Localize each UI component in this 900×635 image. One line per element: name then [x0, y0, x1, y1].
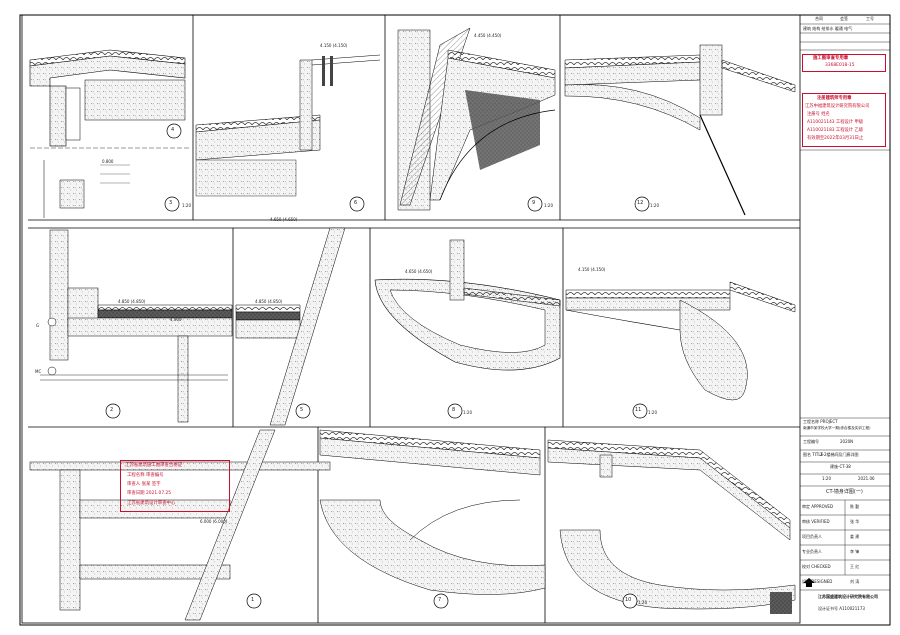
elevation-label: 4.850 (4.850)	[255, 299, 283, 304]
sheet-number: 建施-CT-38	[830, 464, 851, 469]
sign-role: 项目负责人	[802, 534, 822, 539]
header-job: 工号	[866, 16, 874, 21]
sign-name: 李 锋	[850, 549, 860, 554]
subscript-label: MC	[35, 369, 42, 374]
detail-2	[40, 229, 233, 423]
sign-name: 姜 建	[850, 534, 860, 539]
detail-7	[319, 429, 546, 609]
title-block-frame	[770, 23, 890, 614]
sign-name: 张 华	[850, 519, 860, 524]
scale-label: 1:20	[648, 410, 657, 415]
detail-10	[547, 439, 796, 610]
scale-label: 1:20	[650, 203, 659, 208]
cert-number: 设计证书号 A110021173	[818, 606, 865, 611]
elevation-label: 4.650 (4.650)	[405, 269, 433, 274]
project-label: 工程名称 PROJECT	[803, 419, 838, 424]
sign-name: 王 红	[850, 564, 860, 569]
detail-number-6: 6	[354, 200, 358, 206]
detail-11	[565, 281, 796, 419]
scale-label: 1:20	[544, 203, 553, 208]
scale-label: 1:20	[638, 600, 647, 605]
subscript-label: G	[36, 323, 40, 328]
review-seal: 施工图审查专用章 3368E018-15	[802, 54, 886, 72]
elevation-label: 0.800	[102, 159, 114, 164]
detail-5	[235, 227, 346, 426]
elevation-label: 4.650 (4.650)	[270, 217, 298, 222]
scale-value: 1:20	[822, 476, 831, 481]
detail-number-11: 11	[635, 407, 642, 413]
header-countersign: 会签	[840, 16, 848, 21]
detail-number-2: 2	[110, 407, 114, 413]
detail-9	[397, 27, 556, 212]
review-stamp: 江苏省建筑施工图审查合格证 工程名称 审查编号 审查人 张某 签字 审查日期 2…	[120, 460, 230, 512]
sign-role: 专业负责人	[802, 549, 822, 554]
detail-number-5: 5	[300, 407, 304, 413]
sign-role: 审核 VERIFIED	[802, 519, 830, 524]
elevation-label: 4.150 (4.150)	[320, 43, 348, 48]
detail-6	[195, 54, 381, 212]
project-no-label: 工程编号	[803, 439, 819, 444]
detail-number-12: 12	[637, 200, 644, 206]
sign-role: 审定 APPROVED	[802, 504, 834, 509]
company-logo-icon	[803, 578, 815, 587]
qr-code-icon	[770, 592, 792, 614]
sign-role: 校对 CHECKED	[802, 564, 831, 569]
elevation-label: 4.000	[170, 317, 182, 322]
elevation-label: 4.150 (4.150)	[578, 267, 606, 272]
detail-number-9: 9	[532, 200, 536, 206]
sign-role: 设计 DESIGNED	[802, 579, 833, 584]
elevation-label: 6.000 (6.000)	[200, 519, 228, 524]
detail-number-8: 8	[452, 407, 456, 413]
discipline-row: 建筑 结构 给排水 暖通 电气	[803, 26, 853, 31]
project-name: 南通市某学校大学一期(综合楼及实训工程)	[803, 426, 871, 430]
date-value: 2021.06	[858, 476, 875, 481]
detail-number-4: 4	[171, 127, 175, 133]
registered-architect-seal: 注册建筑师专用章 江苏中福建筑设计研究院有限公司 注册号 姓名 A1100211…	[802, 93, 886, 147]
drawing-name: 2-2楼梯间及门廊详图	[820, 452, 859, 457]
detail-12	[564, 44, 796, 216]
project-no-value: 2020N	[840, 439, 854, 444]
detail-1	[29, 429, 331, 621]
elevation-label: 4.450 (4.450)	[474, 33, 502, 38]
scale-label: 1:20	[182, 203, 191, 208]
header-contract: 合同	[815, 16, 823, 21]
scale-label: 1:20	[463, 410, 472, 415]
company-name: 江苏国盛建筑设计研究院有限公司	[818, 594, 878, 599]
detail-number-3: 3	[169, 200, 173, 206]
elevation-label: 4.850 (4.850)	[118, 299, 146, 304]
sign-name: 刘 涛	[850, 579, 860, 584]
detail-number-10: 10	[625, 597, 632, 603]
sign-name: 陈 勤	[850, 504, 860, 509]
drawing-title: CT-墙身详图(一)	[826, 489, 863, 495]
detail-number-1: 1	[251, 597, 255, 603]
detail-4	[29, 49, 190, 218]
detail-8	[374, 239, 561, 419]
detail-number-7: 7	[438, 597, 442, 603]
drawing-label: 图名 TITLE	[803, 452, 824, 457]
